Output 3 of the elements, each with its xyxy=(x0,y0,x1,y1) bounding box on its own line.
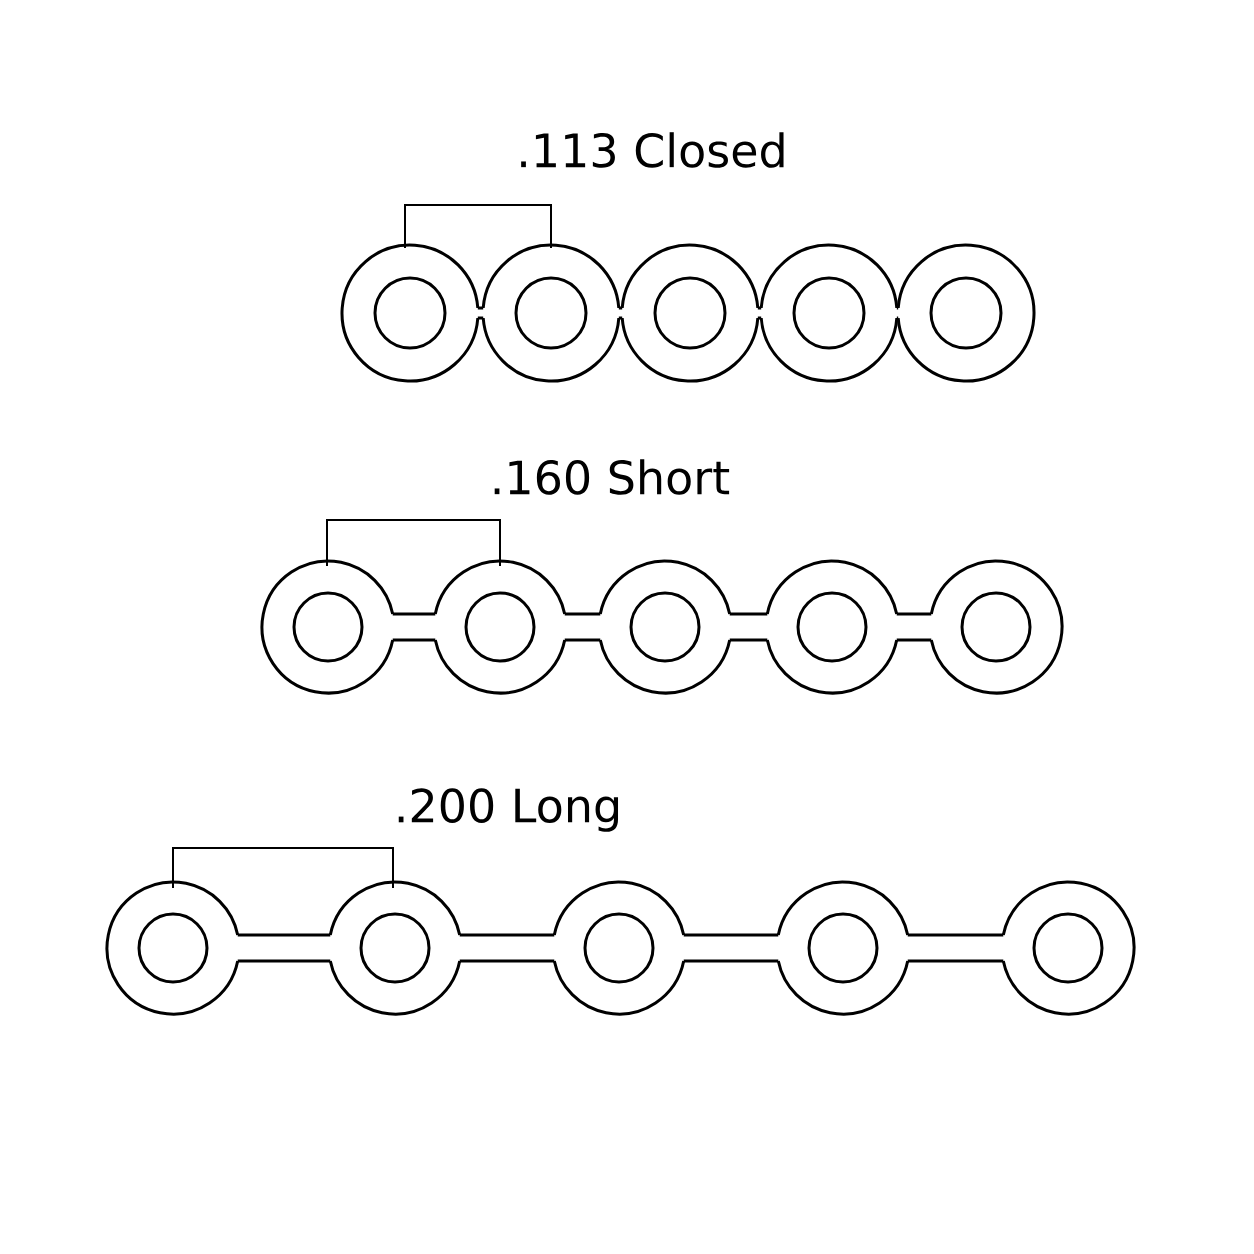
dimension-label: .113 Closed xyxy=(521,132,784,168)
dimension-label: .200 Long xyxy=(398,788,618,832)
dimension-label: .160 Short xyxy=(494,459,730,495)
